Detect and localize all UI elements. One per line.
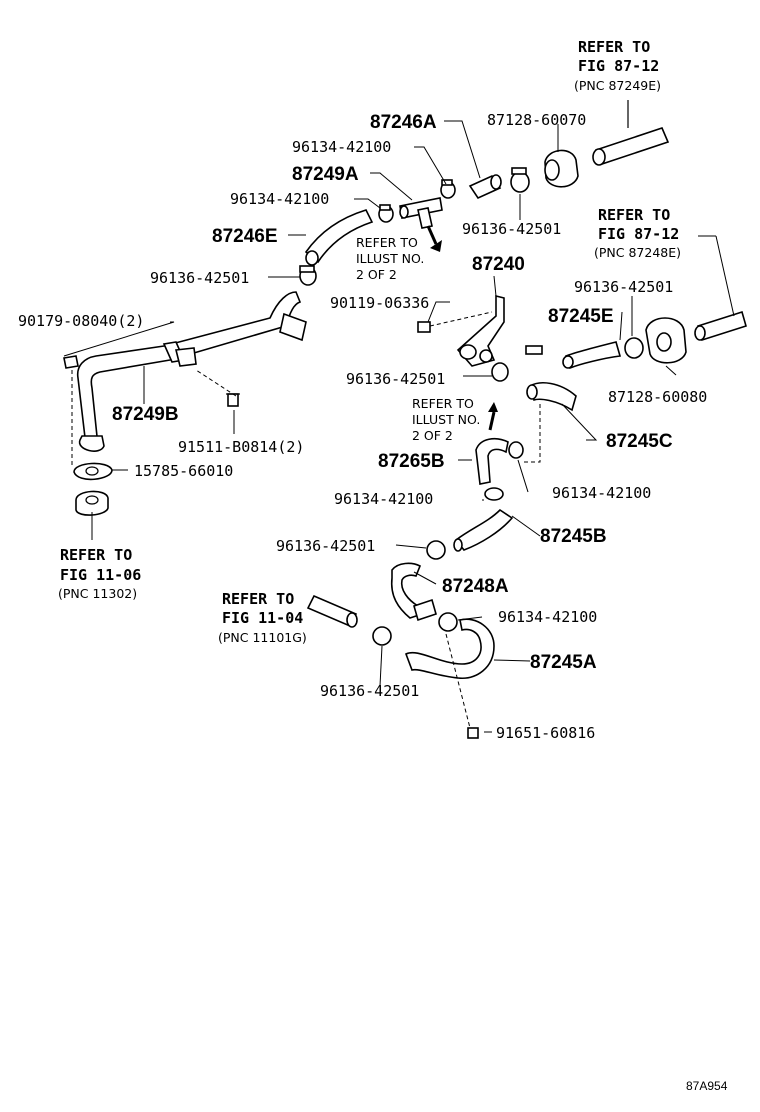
ref-right-line1: REFER TO xyxy=(598,206,670,224)
label-96136-42501-a: 96136-42501 xyxy=(462,220,561,238)
label-87246a: 87246A xyxy=(370,112,437,133)
ref-top-line1: REFER TO xyxy=(578,38,650,56)
arrow-down-icon xyxy=(426,225,442,252)
ref-mid-line1: REFER TO xyxy=(222,590,294,608)
ref-left-line3: (PNC 11302) xyxy=(58,586,137,601)
leader-lines xyxy=(63,120,735,733)
label-87128-60070: 87128-60070 xyxy=(487,111,586,129)
grommet-87128-60080 xyxy=(645,317,687,364)
label-96136-42501-f: 96136-42501 xyxy=(320,682,419,700)
ref-left-line1: REFER TO xyxy=(60,546,132,564)
pipe-87248e-ref xyxy=(694,310,747,342)
label-87128-60080: 87128-60080 xyxy=(608,388,707,406)
gasket-15785-66010 xyxy=(73,462,113,481)
bolt-91651-60816 xyxy=(467,727,479,739)
label-96134-42100-e: 96134-42100 xyxy=(498,608,597,626)
bracket-87240 xyxy=(456,294,505,367)
ref-left-line2: FIG 11-06 xyxy=(60,566,141,584)
label-90119-06336: 90119-06336 xyxy=(330,294,429,312)
label-87248a: 87248A xyxy=(442,576,509,597)
label-87245c: 87245C xyxy=(606,431,673,452)
label-91651-60816: 91651-60816 xyxy=(496,724,595,742)
clamp-96136-42501-low xyxy=(426,540,446,560)
ref-right-line2: FIG 87-12 xyxy=(598,225,679,243)
hose-87246e xyxy=(304,209,374,266)
figure-code: 87A954 xyxy=(686,1079,728,1093)
ref-mid-line3: (PNC 11101G) xyxy=(218,630,307,645)
label-91511-b0814: 91511-B0814(2) xyxy=(178,438,304,456)
joint-87249a xyxy=(399,197,443,229)
bolt-90119-06336 xyxy=(417,321,431,333)
label-87245b: 87245B xyxy=(540,526,607,547)
clamp-96134-42100-second xyxy=(378,204,394,223)
clamp-96136-42501-mid xyxy=(491,345,543,382)
grommet-87128-60070 xyxy=(544,149,579,188)
illust-upper-line3: 2 OF 2 xyxy=(356,267,397,282)
label-96134-42100-b: 96134-42100 xyxy=(230,190,329,208)
label-87245a: 87245A xyxy=(530,652,597,673)
label-87240: 87240 xyxy=(472,254,525,275)
pipe-87248a xyxy=(390,562,437,622)
ref-top-line3: (PNC 87249E) xyxy=(574,78,661,93)
illust-lower-line1: REFER TO xyxy=(412,396,474,411)
label-15785-66010: 15785-66010 xyxy=(134,462,233,480)
illust-lower-line3: 2 OF 2 xyxy=(412,428,453,443)
illust-lower-line2: ILLUST NO. xyxy=(412,412,480,427)
label-87249b: 87249B xyxy=(112,404,179,425)
label-87265b: 87265B xyxy=(378,451,445,472)
clamp-96136-42501-right xyxy=(624,337,644,359)
illust-upper-line1: REFER TO xyxy=(356,235,418,250)
pipe-87249e-ref xyxy=(592,100,670,166)
flange-11302 xyxy=(75,490,109,516)
label-96134-42100-a: 96134-42100 xyxy=(292,138,391,156)
label-96136-42501-b: 96136-42501 xyxy=(150,269,249,287)
label-90179-08040: 90179-08040(2) xyxy=(18,312,144,330)
label-87245e: 87245E xyxy=(548,306,614,327)
label-96136-42501-c: 96136-42501 xyxy=(574,278,673,296)
clamp-96136-42501-left xyxy=(299,265,317,286)
pipe-11101g-ref xyxy=(306,594,358,628)
clamp-96134-42100-upper xyxy=(440,179,456,199)
part-labels: 87246A 87128-60070 96134-42100 87249A 96… xyxy=(18,111,707,742)
label-96134-42100-c: 96134-42100 xyxy=(334,490,433,508)
clamp-96136-42501-upper xyxy=(510,167,530,193)
label-96136-42501-d: 96136-42501 xyxy=(346,370,445,388)
label-87246e: 87246E xyxy=(212,226,278,247)
hose-87245e xyxy=(562,341,622,370)
hose-87265b xyxy=(475,437,509,485)
clamp-96134-42100-mid xyxy=(508,441,524,459)
clamp-96134-42100-lowest xyxy=(438,612,458,632)
hose-87245c xyxy=(526,382,577,412)
label-87249a: 87249A xyxy=(292,164,359,185)
ref-mid-line2: FIG 11-04 xyxy=(222,609,303,627)
reference-notes: REFER TO FIG 87-12 (PNC 87249E) REFER TO… xyxy=(58,38,681,645)
pipe-87249b xyxy=(76,291,307,452)
hose-87245b xyxy=(453,508,514,552)
arrow-up-icon xyxy=(488,402,498,431)
bolt-91511-b0814 xyxy=(226,393,240,407)
ref-right-line3: (PNC 87248E) xyxy=(594,245,681,260)
clamp-96136-42501-lowest xyxy=(372,626,392,646)
hose-87246a xyxy=(468,174,502,200)
ref-top-line2: FIG 87-12 xyxy=(578,57,659,75)
illust-upper-line2: ILLUST NO. xyxy=(356,251,424,266)
label-96134-42100-d: 96134-42100 xyxy=(552,484,651,502)
label-96136-42501-e: 96136-42501 xyxy=(276,537,375,555)
clamp-96134-42100-low xyxy=(484,487,504,501)
nut-90179-08040 xyxy=(63,355,79,369)
